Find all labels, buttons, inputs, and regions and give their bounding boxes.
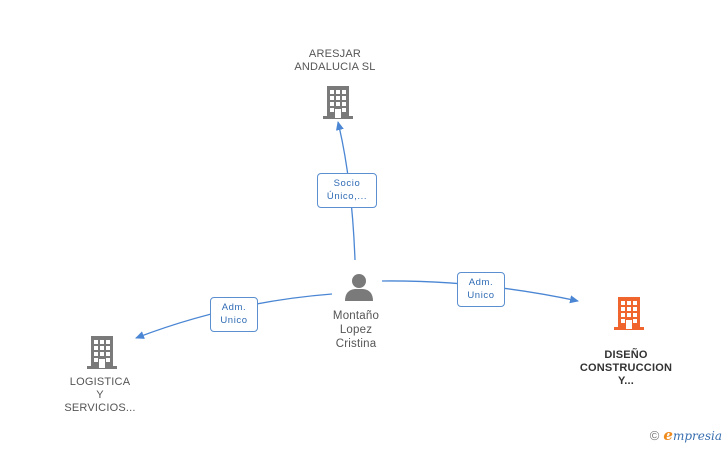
edge-label-adm-unico-diseno[interactable]: Adm. Unico — [457, 272, 505, 307]
node-label-line: SERVICIOS... — [64, 402, 136, 414]
node-label-diseno[interactable]: DISEÑO CONSTRUCCION Y... — [566, 349, 686, 388]
logo-name: mpresia — [672, 429, 722, 443]
building-icon[interactable] — [613, 295, 645, 331]
node-label-line: DISEÑO — [604, 349, 648, 361]
edge-label-line: Socio — [333, 178, 361, 189]
edge-label-line: Unico — [467, 290, 495, 301]
edge-label-line: Único,... — [326, 191, 368, 202]
node-label-line: ANDALUCIA SL — [294, 61, 376, 73]
edge-label-line: Adm. — [468, 277, 494, 288]
node-label-line: Cristina — [335, 338, 377, 350]
node-label-line: Y — [96, 389, 104, 401]
person-icon[interactable] — [343, 272, 375, 302]
edge-label-adm-unico-logistica[interactable]: Adm. Unico — [210, 297, 258, 332]
edge-label-socio-unico[interactable]: Socio Único,... — [317, 173, 377, 208]
node-label-person[interactable]: Montaño Lopez Cristina — [316, 309, 396, 351]
edge-label-line: Unico — [220, 315, 248, 326]
logo-e: e — [663, 426, 673, 444]
node-label-line: LOGISTICA — [69, 376, 131, 388]
building-icon[interactable] — [86, 334, 118, 370]
node-label-line: Montaño — [332, 310, 380, 322]
empresia-logo: © empresia — [650, 426, 722, 444]
edge-label-line: Adm. — [221, 302, 247, 313]
node-label-line: ARESJAR — [308, 48, 362, 60]
copyright-icon: © — [649, 427, 660, 443]
node-label-logistica[interactable]: LOGISTICA Y SERVICIOS... — [50, 376, 150, 415]
node-label-line: CONSTRUCCION — [579, 362, 673, 374]
building-icon[interactable] — [322, 84, 354, 120]
node-label-line: Y... — [617, 375, 635, 387]
node-label-aresjar[interactable]: ARESJAR ANDALUCIA SL — [280, 48, 390, 74]
node-label-line: Lopez — [339, 324, 373, 336]
